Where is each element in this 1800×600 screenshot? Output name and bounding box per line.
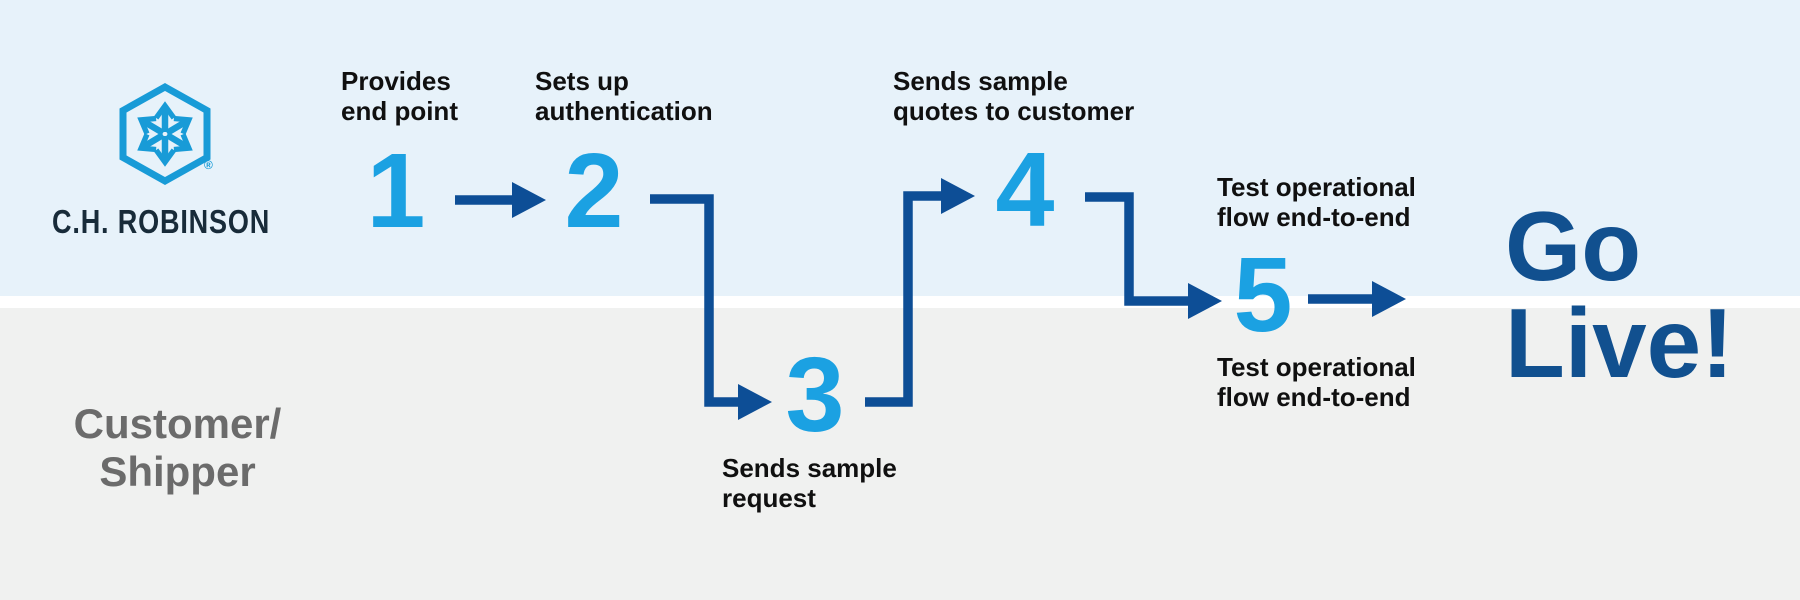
go-live-line2: Live! bbox=[1505, 288, 1734, 398]
step-5-label-top: Test operational flow end-to-end bbox=[1217, 172, 1416, 232]
go-live-text: Go Live! bbox=[1505, 191, 1734, 398]
step-2-label-line1: Sets up bbox=[535, 66, 629, 96]
step-3-label-line2: request bbox=[722, 483, 816, 513]
step-5-label-top-line1: Test operational bbox=[1217, 172, 1416, 202]
registered-trademark: ® bbox=[204, 158, 213, 172]
step-3-label-line1: Sends sample bbox=[722, 453, 897, 483]
step-4-label-line2: quotes to customer bbox=[893, 96, 1135, 126]
step-1-label-line2: end point bbox=[341, 96, 458, 126]
step-2-number: 2 bbox=[564, 132, 624, 250]
step-2-label-line2: authentication bbox=[535, 96, 713, 126]
step-5-label-bottom-line2: flow end-to-end bbox=[1217, 382, 1411, 412]
step-1-number: 1 bbox=[366, 132, 426, 250]
customer-shipper-line2: Shipper bbox=[99, 448, 256, 495]
customer-shipper-line1: Customer/ bbox=[73, 400, 282, 447]
step-5-label-bottom: Test operational flow end-to-end bbox=[1217, 352, 1416, 412]
step-4-label-line1: Sends sample bbox=[893, 66, 1068, 96]
chr-wordmark: C.H. ROBINSON bbox=[52, 203, 271, 240]
step-5-label-bottom-line1: Test operational bbox=[1217, 352, 1416, 382]
step-1-label-line1: Provides bbox=[341, 66, 451, 96]
step-4-label: Sends sample quotes to customer bbox=[893, 66, 1134, 126]
step-1-label: Provides end point bbox=[341, 66, 458, 126]
step-4-number: 4 bbox=[995, 131, 1055, 249]
step-5-label-top-line2: flow end-to-end bbox=[1217, 202, 1411, 232]
step-2-label: Sets up authentication bbox=[535, 66, 713, 126]
step-3-number: 3 bbox=[785, 336, 845, 454]
step-5-number: 5 bbox=[1233, 236, 1293, 354]
customer-shipper-label: Customer/ Shipper bbox=[40, 400, 315, 496]
step-3-label: Sends sample request bbox=[722, 453, 897, 513]
go-live-line1: Go bbox=[1505, 191, 1642, 301]
